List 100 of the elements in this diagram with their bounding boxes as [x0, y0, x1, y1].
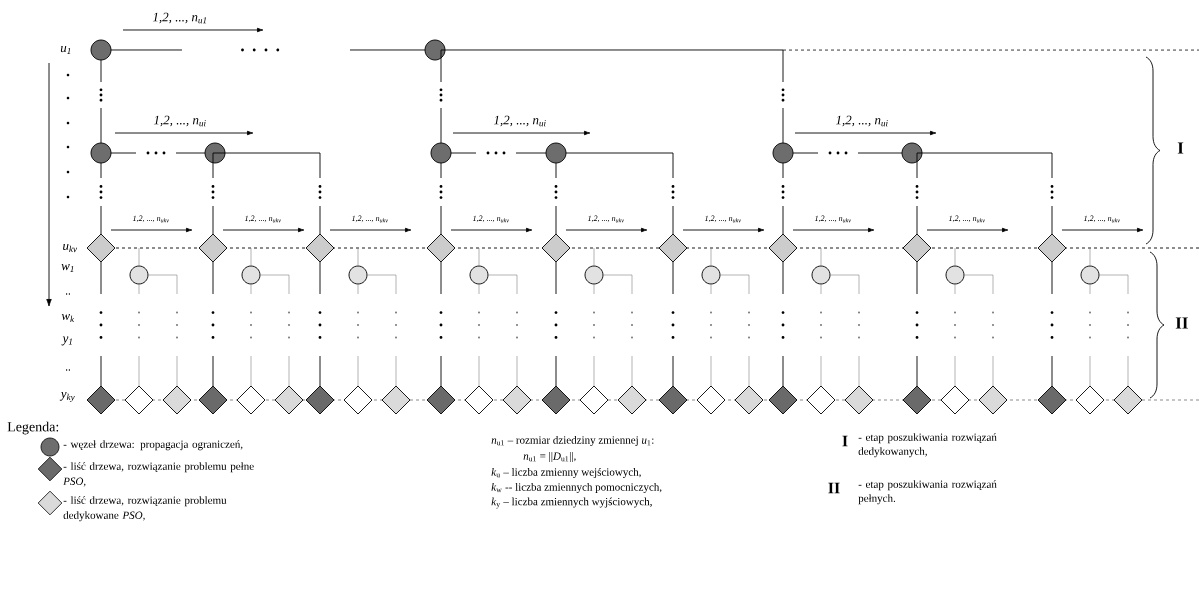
- connector-line: [954, 247, 956, 267]
- legend-note: k$_{u}$ – liczba zmienny wejściowych,: [491, 468, 641, 478]
- leaf-diamond: [162, 385, 192, 415]
- tree-node: [1080, 265, 1100, 285]
- legend-text: - liść drzewa, rozwiązanie problemu dedykowane PSO,: [63, 496, 227, 522]
- connector-line: [138, 247, 140, 267]
- range-label: 1,2, ..., n$_{ukv}$: [351, 215, 388, 223]
- diamond-node: [198, 233, 228, 263]
- leaf-diamond: [305, 385, 335, 415]
- leaf-diamond: [902, 385, 932, 415]
- diamond-node: [305, 233, 335, 263]
- tree-node: [772, 142, 794, 164]
- tree-node: [241, 265, 261, 285]
- ellipsis-text: ..: [65, 293, 70, 295]
- range-label: 1,2, ..., n$_{ui}$: [493, 115, 546, 127]
- leaf-diamond: [464, 385, 494, 415]
- leaf-diamond: [1113, 385, 1143, 415]
- range-label: 1,2, ..., n$_{ukv}$: [814, 215, 851, 223]
- stage-numeral: II: [1175, 317, 1188, 329]
- range-label: 1,2, ..., n$_{ukv}$: [587, 215, 624, 223]
- tree-node: [811, 265, 831, 285]
- variable-label: u$_{1}$: [60, 46, 71, 54]
- leaf-diamond: [1037, 385, 1067, 415]
- legend-note: n$_{u1}$ = ||D$_{u1}$||,: [523, 452, 576, 462]
- connector-line: [820, 247, 822, 267]
- range-label: 1,2, ..., n$_{u1}$: [152, 12, 207, 24]
- stage-numeral: I: [842, 435, 848, 447]
- leaf-diamond: [768, 385, 798, 415]
- leaf-diamond: [343, 385, 373, 415]
- connector-line: [478, 247, 480, 267]
- variable-label: w$_{k}$: [61, 313, 75, 323]
- leaf-diamond: [734, 385, 764, 415]
- legend-note: n$_{u1}$ – rozmiar dziedziny zmiennej u$_{1}$:: [491, 436, 654, 446]
- diamond-node: [768, 233, 798, 263]
- connector-line: [444, 49, 784, 144]
- leaf-diamond: [541, 385, 571, 415]
- stage-numeral: I: [1177, 142, 1184, 154]
- connector-line: [357, 247, 359, 267]
- connector-line: [250, 247, 252, 267]
- connector-line: [1089, 247, 1091, 267]
- tree-node: [701, 265, 721, 285]
- leaf-diamond: [502, 385, 532, 415]
- leaf-diamond: [274, 385, 304, 415]
- ellipsis-text: ..: [65, 369, 70, 371]
- diamond-node: [658, 233, 688, 263]
- leaf-diamond: [198, 385, 228, 415]
- range-label: 1,2, ..., n$_{ukv}$: [704, 215, 741, 223]
- tree-node: [424, 39, 446, 61]
- range-label: 1,2, ..., n$_{ukv}$: [1083, 215, 1120, 223]
- tree-node: [901, 142, 923, 164]
- leaf-diamond: [381, 385, 411, 415]
- leaf-diamond: [426, 385, 456, 415]
- stage-description: - etap poszukiwania rozwiązań pełnych.: [858, 480, 997, 505]
- legend-note: k$_{w}$ -- liczba zmiennych pomocniczych,: [491, 483, 662, 493]
- leaf-diamond: [978, 385, 1008, 415]
- legend-text: - liść drzewa, rozwiązanie problemu pełne PSO,: [63, 462, 254, 487]
- connector-line: [224, 152, 321, 235]
- range-label: 1,2, ..., n$_{ukv}$: [948, 215, 985, 223]
- stage-numeral: II: [828, 482, 840, 494]
- leaf-diamond: [579, 385, 609, 415]
- connector-line: [921, 152, 1053, 235]
- legend-text: - węzeł drzewa: propagacja ograniczeń,: [63, 440, 243, 451]
- tree-node: [129, 265, 149, 285]
- tree-node: [469, 265, 489, 285]
- variable-label: w$_{1}$: [61, 264, 74, 272]
- leaf-diamond: [844, 385, 874, 415]
- diamond-node: [541, 233, 571, 263]
- diamond-node: [1037, 233, 1067, 263]
- leaf-diamond: [236, 385, 266, 415]
- leaf-diamond: [940, 385, 970, 415]
- leaf-diamond: [658, 385, 688, 415]
- tree-node: [348, 265, 368, 285]
- variable-label: y$_{ky}$: [59, 391, 75, 403]
- legend-title: Legenda:: [7, 421, 59, 435]
- range-label: 1,2, ..., n$_{ui}$: [835, 115, 888, 127]
- connector-line: [710, 247, 712, 267]
- tree-node: [545, 142, 567, 164]
- tree-node: [945, 265, 965, 285]
- range-label: 1,2, ..., n$_{ukv}$: [244, 215, 281, 223]
- leaf-diamond: [124, 385, 154, 415]
- leaf-diamond: [1075, 385, 1105, 415]
- range-label: 1,2, ..., n$_{ukv}$: [472, 215, 509, 223]
- range-label: 1,2, ..., n$_{ui}$: [153, 115, 206, 127]
- variable-label: y$_{1}$: [61, 336, 72, 346]
- leaf-diamond: [86, 385, 116, 415]
- leaf-diamond: [617, 385, 647, 415]
- diamond-node: [426, 233, 456, 263]
- tree-node: [90, 39, 112, 61]
- diamond-node: [902, 233, 932, 263]
- leaf-diamond: [806, 385, 836, 415]
- diamond-node: [86, 233, 116, 263]
- legend-note: k$_{y}$ – liczba zmiennych wyjściowych,: [491, 497, 652, 509]
- tree-node: [90, 142, 112, 164]
- tree-node: [430, 142, 452, 164]
- tree-node: [204, 142, 226, 164]
- stage-description: - etap poszukiwania rozwiązań dedykowanych,: [858, 433, 997, 458]
- connector-line: [565, 152, 674, 235]
- leaf-diamond: [696, 385, 726, 415]
- range-label: 1,2, ..., n$_{ukv}$: [132, 215, 169, 223]
- tree-node: [584, 265, 604, 285]
